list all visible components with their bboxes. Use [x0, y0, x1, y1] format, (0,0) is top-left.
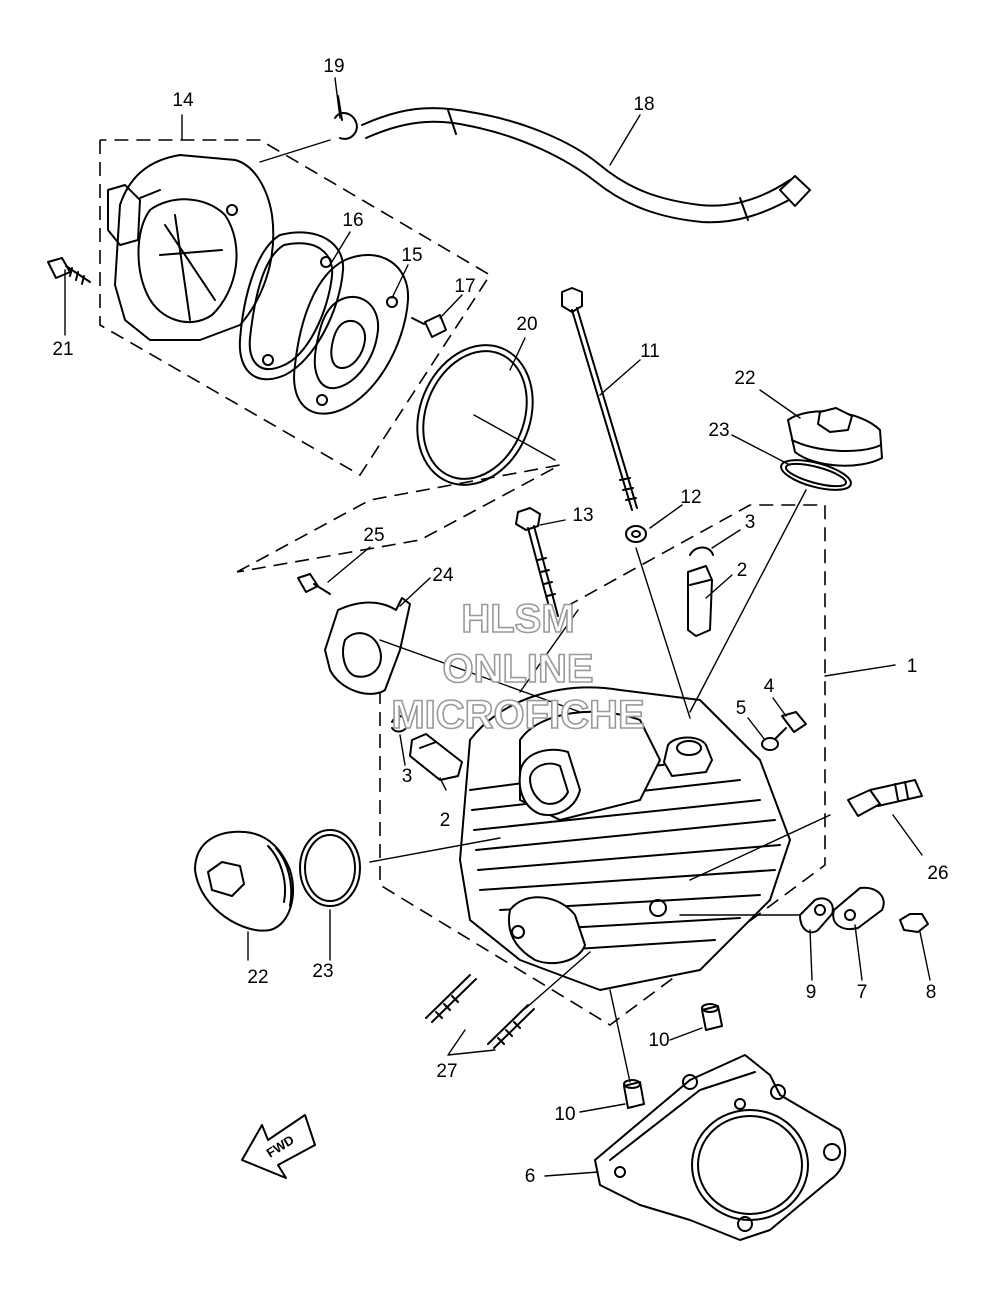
assembly-outline-head	[379, 504, 826, 1026]
clip-3-upper	[689, 546, 714, 556]
bolt-13	[515, 507, 559, 619]
callout-6: 6	[525, 1166, 536, 1187]
assembly-outline-gasket	[236, 464, 561, 573]
watermark-line2: ONLINE	[442, 647, 593, 691]
plug-22-lower	[194, 830, 295, 932]
callout-2-lower: 2	[440, 810, 451, 831]
valve-guide-2-lower	[409, 733, 463, 781]
clip-3-lower	[391, 715, 409, 733]
callout-14: 14	[172, 90, 194, 111]
callout-18: 18	[633, 94, 654, 115]
valve-guide-2-upper	[687, 565, 713, 637]
callout-7: 7	[857, 982, 868, 1003]
bolt-25	[297, 573, 331, 595]
callout-3-lower: 3	[402, 766, 413, 787]
cover-housing	[107, 154, 275, 341]
callout-2-upper: 2	[737, 560, 748, 581]
breather-hose	[361, 107, 811, 224]
callout-23-upper: 23	[708, 420, 729, 441]
callout-21: 21	[52, 339, 73, 360]
head-gasket-6	[594, 1054, 847, 1241]
washer-5	[761, 737, 779, 751]
leader-lines	[64, 77, 931, 1177]
callout-11: 11	[640, 341, 660, 362]
dowel-10-lower	[623, 1079, 645, 1109]
callout-27: 27	[436, 1061, 457, 1082]
o-ring-23-lower	[299, 829, 361, 907]
assembly-outline-upper	[99, 139, 492, 477]
bolt-8	[899, 913, 929, 933]
watermark-line1: HLSM	[461, 597, 574, 641]
o-ring-23-upper	[780, 459, 852, 491]
callout-4: 4	[764, 676, 775, 697]
callout-25: 25	[363, 525, 384, 546]
stud-bolts-27	[425, 974, 535, 1049]
callout-17: 17	[454, 276, 475, 297]
callout-3-upper: 3	[745, 512, 756, 533]
long-bolt-11	[561, 287, 638, 511]
callout-13: 13	[572, 505, 593, 526]
spark-plug-26	[847, 779, 923, 817]
callout-labels: 1 2 2 3 3 4 5 6 7 8 9 10 10 11 12 13 14 …	[52, 56, 948, 1187]
gasket-9	[799, 897, 834, 934]
callout-22-upper: 22	[734, 368, 755, 389]
callout-23-lower: 23	[312, 961, 333, 982]
callout-15: 15	[401, 245, 422, 266]
o-ring-20	[416, 344, 534, 486]
watermark-line3: MICROFICHE	[391, 693, 644, 737]
callout-24: 24	[432, 565, 454, 586]
watermark: HLSM ONLINE MICROFICHE	[391, 596, 646, 738]
hose-clip	[334, 95, 358, 140]
callout-5: 5	[736, 698, 747, 719]
intake-joint-24	[324, 597, 411, 695]
bolt-21	[47, 257, 91, 285]
washer-12	[625, 525, 647, 543]
callout-9: 9	[806, 982, 817, 1003]
cover-plate	[293, 254, 410, 415]
small-bolt-17	[411, 314, 447, 338]
callout-26: 26	[927, 863, 948, 884]
bolt-4	[775, 711, 807, 739]
callout-10-lower: 10	[554, 1104, 575, 1125]
callout-12: 12	[680, 487, 701, 508]
plug-22-upper	[787, 407, 883, 467]
callout-20: 20	[516, 314, 537, 335]
dowel-10-upper	[701, 1003, 723, 1031]
callout-1: 1	[907, 656, 918, 677]
cap-7	[832, 886, 885, 930]
thin-gasket	[238, 231, 345, 381]
callout-10-upper: 10	[648, 1030, 669, 1051]
callout-8: 8	[926, 982, 937, 1003]
fwd-arrow-icon: FWD	[241, 1114, 316, 1179]
callout-22-lower: 22	[247, 967, 268, 988]
callout-16: 16	[342, 210, 363, 231]
callout-19: 19	[323, 56, 344, 77]
